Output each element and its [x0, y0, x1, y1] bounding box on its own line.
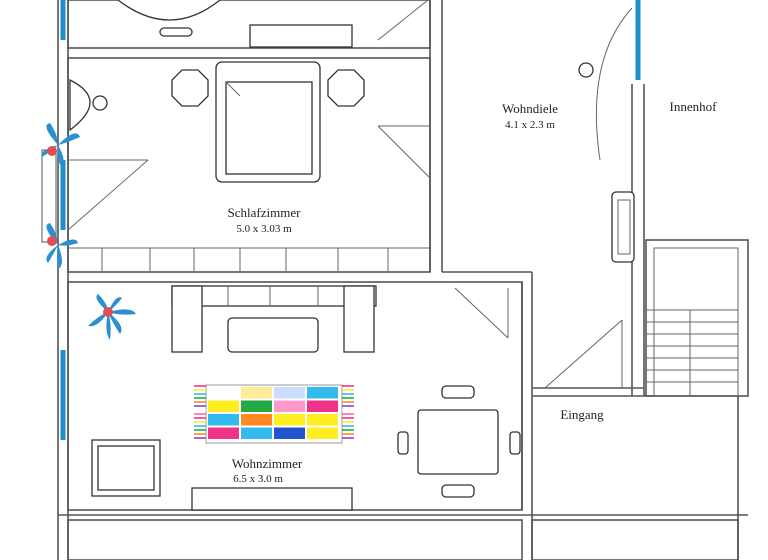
diele-lamp — [578, 62, 594, 78]
wall-stair — [645, 239, 749, 397]
stove-inner — [97, 445, 155, 491]
rug-cell — [307, 387, 338, 399]
coffee-table — [227, 317, 319, 353]
walls — [57, 0, 749, 560]
label-wohndiele: Wohndiele — [502, 101, 558, 116]
door-diele-arc — [595, 7, 633, 161]
bedroom-lamp — [92, 95, 108, 111]
label-eingang: Eingang — [560, 407, 604, 422]
size-wohnzimmer: 6.5 x 3.0 m — [233, 473, 283, 485]
plant-bottom — [46, 223, 78, 269]
top-table — [117, 0, 221, 21]
diele-bench — [611, 191, 635, 263]
rug-cell — [307, 400, 338, 412]
rug-cell — [274, 427, 305, 439]
plant-top — [41, 123, 80, 165]
doors — [67, 0, 633, 389]
bedroom-furniture — [69, 61, 389, 272]
diele-furniture — [578, 62, 635, 263]
rug-cell — [241, 387, 272, 399]
door-top-swing — [377, 0, 429, 41]
wardrobe — [101, 248, 389, 272]
door-living-swing — [454, 287, 509, 339]
room-labels: Wohndiele 4.1 x 2.3 m Innenhof Schlafzim… — [228, 99, 718, 485]
bed-fold — [225, 81, 241, 97]
rug-fringe — [194, 385, 354, 439]
rug-cell — [241, 427, 272, 439]
sofa-arm-left — [171, 285, 203, 353]
rug-cell — [208, 387, 239, 399]
rug-cell — [274, 414, 305, 426]
diele-bench-inner — [617, 199, 631, 255]
door-window-swing — [67, 159, 149, 231]
windows — [41, 0, 641, 440]
rug-cell — [241, 414, 272, 426]
rug-cell — [241, 400, 272, 412]
staircase — [646, 309, 738, 396]
wall-bottom-right-room — [531, 519, 739, 560]
living-sideboard — [191, 487, 353, 511]
rug-cell — [307, 427, 338, 439]
dining-chair-top — [441, 385, 475, 399]
label-wohnzimmer: Wohnzimmer — [232, 456, 303, 471]
door-eingang-swing — [544, 319, 623, 389]
rug-cell — [208, 427, 239, 439]
top-chair — [159, 27, 193, 37]
rug-cell — [307, 414, 338, 426]
wall-top-room — [67, 0, 431, 49]
wall-bottom-left-room — [67, 519, 523, 560]
rug-cell — [208, 414, 239, 426]
size-schlafzimmer: 5.0 x 3.03 m — [236, 223, 292, 235]
plant-living — [88, 294, 136, 340]
rug-cell — [208, 400, 239, 412]
dining-chair-right — [509, 431, 521, 455]
plants — [41, 123, 136, 340]
dining-table — [417, 409, 499, 475]
living-room-furniture — [91, 285, 521, 511]
dining-chair-bottom — [441, 484, 475, 498]
rug-cell — [274, 400, 305, 412]
bedroom-chair — [69, 78, 91, 132]
rug — [205, 384, 343, 444]
door-bedroom-swing — [377, 125, 431, 179]
bed-mattress — [225, 81, 313, 175]
label-schlafzimmer: Schlafzimmer — [228, 205, 302, 220]
sofa-arm-right — [343, 285, 375, 353]
rug-cell — [274, 387, 305, 399]
top-sideboard — [249, 24, 353, 48]
dining-chair-left — [397, 431, 409, 455]
top-room-furniture — [117, 0, 353, 48]
size-wohndiele: 4.1 x 2.3 m — [505, 119, 555, 131]
nightstand-left — [171, 69, 209, 107]
nightstand-right — [327, 69, 365, 107]
label-innenhof: Innenhof — [670, 99, 718, 114]
